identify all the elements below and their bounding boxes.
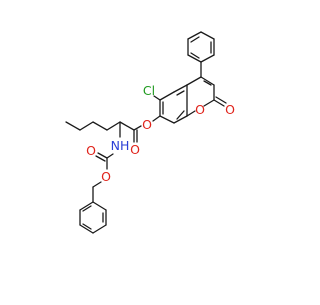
bond [153,95,161,101]
bond [159,91,175,101]
bond [186,76,202,86]
bond [106,121,121,131]
bond [200,54,215,63]
bond [79,201,94,211]
bonds [65,31,227,234]
amide-nitrogen-label: NH [111,138,130,153]
bond [92,181,102,188]
bond [82,223,92,230]
chlorine-label: Cl [143,83,155,98]
carbamate-ether-oxygen-label: O [101,169,111,184]
bond [200,31,215,40]
bond [79,121,94,131]
bond [187,54,202,63]
bond [200,76,215,86]
bond [106,153,114,159]
ring-oxygen-label: O [195,102,205,117]
bond [79,224,94,234]
lactone-oxygen-label: O [225,102,235,117]
bond [176,110,185,120]
bond [186,110,196,117]
bond [187,31,202,40]
bond [203,99,215,107]
bond [190,36,200,43]
bond [159,115,175,124]
bond [173,84,188,93]
bond [97,152,108,159]
bond [95,155,106,162]
carbamate-carbonyl-oxygen-label: O [86,143,96,158]
bond [203,80,212,86]
bond [82,205,92,212]
bond [213,99,225,107]
bond [173,115,188,124]
molecule-diagram: Cl O O O O NH O O [65,31,235,234]
bond [133,125,142,131]
bond [92,121,108,131]
bond [152,115,161,122]
bond [92,201,107,211]
bond [119,121,135,131]
bond [65,121,81,131]
bond [92,224,107,234]
bond [215,96,227,104]
bond [176,90,185,96]
atom-labels: Cl O O O O NH O O [86,83,235,184]
structure-canvas: Cl O O O O NH O O [65,31,235,234]
ester-oxygen-label: O [142,117,152,132]
ester-carbonyl-oxygen-label: O [130,142,140,157]
bond [190,52,200,59]
